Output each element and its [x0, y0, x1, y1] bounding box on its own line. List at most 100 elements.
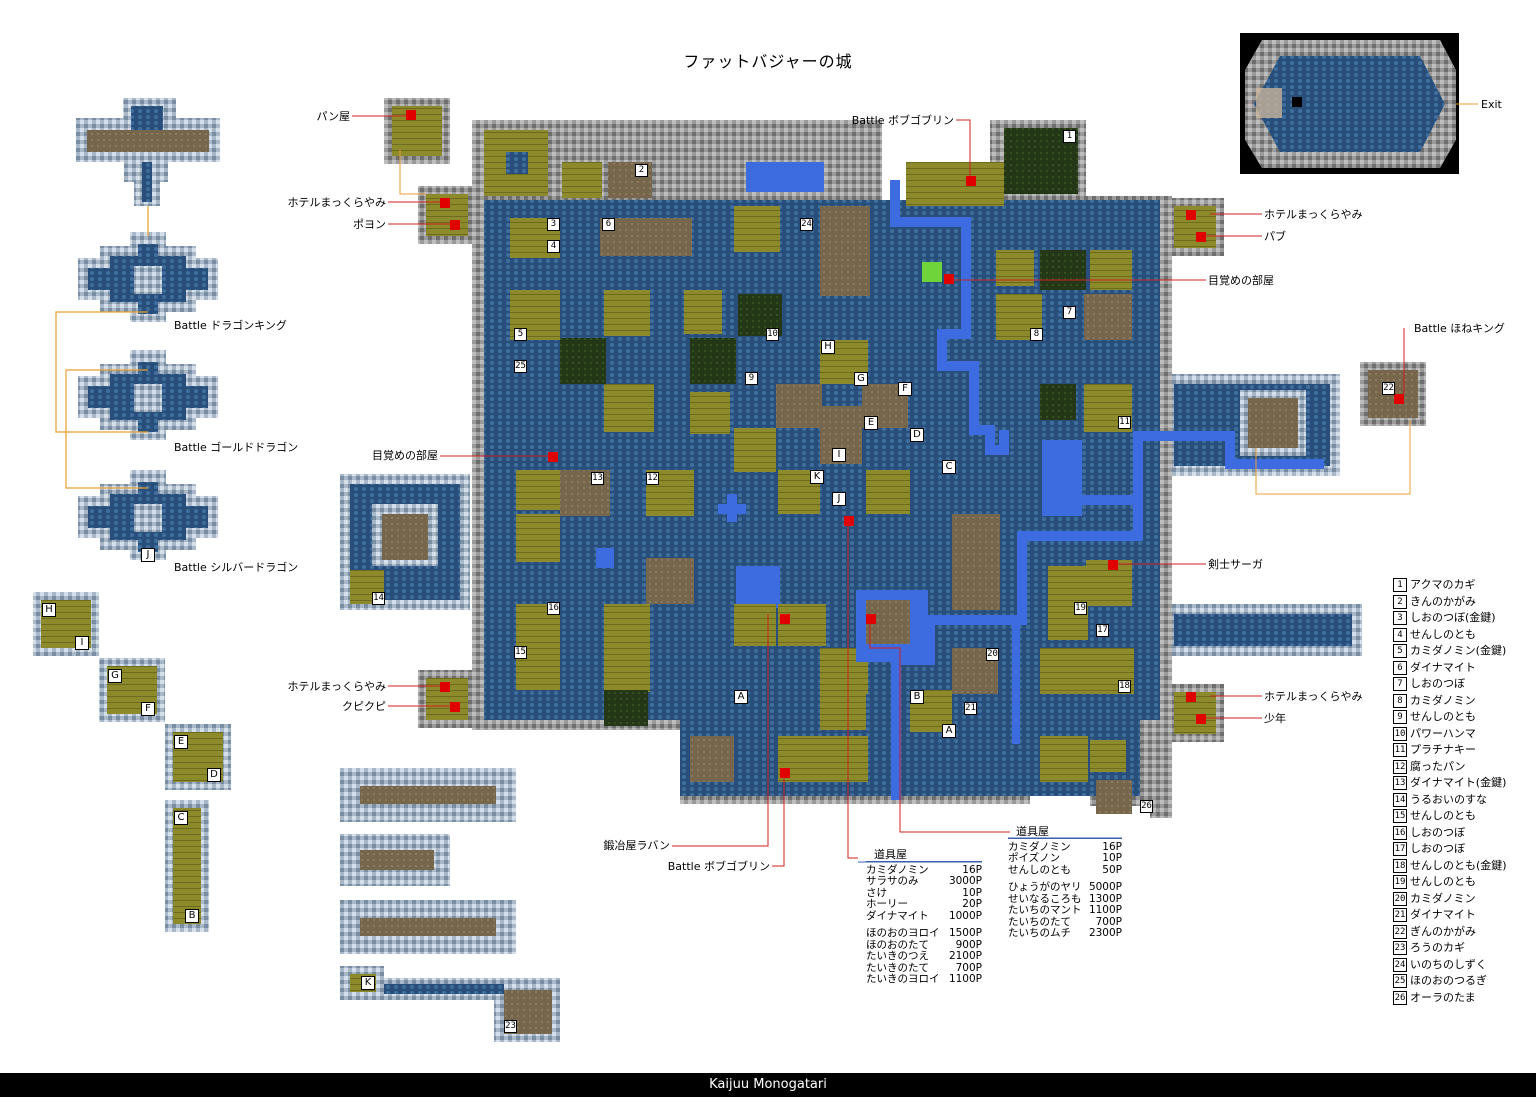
map-number: 23 [504, 1020, 517, 1033]
map-number: 10 [766, 328, 779, 341]
label-battle-bone-king: Battle ほねキング [1414, 322, 1505, 335]
side-letter: B [185, 909, 199, 923]
map-number: 1 [1063, 130, 1076, 143]
label-awakening-room-2: 目覚めの部屋 [1208, 274, 1274, 287]
label-hotel-4: ホテルまっくらやみ [1264, 690, 1363, 703]
map-number: 25 [514, 360, 527, 373]
map-number: 5 [514, 328, 527, 341]
map-number: 3 [547, 218, 560, 231]
map-letter: A [942, 724, 956, 738]
label-pub: パブ [1264, 230, 1286, 243]
npc-markers [406, 110, 1404, 778]
map-letter: C [942, 460, 956, 474]
map-letter: J [832, 492, 846, 506]
corridor-strips [340, 768, 560, 1042]
dragon-rooms [55, 98, 220, 560]
label-gold-dragon: Battle ゴールドドラゴン [174, 441, 299, 454]
shop-item-name: せいなるころも [1008, 892, 1082, 905]
map-number: 9 [745, 372, 758, 385]
shop-item-price: 10P [962, 886, 982, 899]
castle-body [472, 120, 1324, 818]
map-number: 24 [800, 218, 813, 231]
pan-hotel-leader [399, 150, 426, 195]
side-letter: D [207, 768, 221, 782]
map-number: 15 [514, 646, 527, 659]
side-letter: K [361, 976, 375, 990]
shop-item-price: 900P [955, 938, 982, 951]
shop-item-price: 1300P [1088, 892, 1122, 905]
map-number: 8 [1030, 328, 1043, 341]
map-number: 4 [547, 240, 560, 253]
map-number: 17 [1096, 624, 1109, 637]
shop-item-price: 1100P [948, 973, 982, 985]
side-letter: I [75, 636, 89, 650]
map-letter: B [910, 690, 924, 704]
side-letter: C [174, 811, 188, 825]
map-number: 26 [1140, 800, 1153, 813]
map-letter: K [810, 470, 824, 484]
label-swordsman-saga: 剣士サーガ [1208, 558, 1263, 571]
footer-title: Kaijuu Monogatari [0, 1073, 1536, 1097]
map-number: 19 [1074, 602, 1087, 615]
side-letter: J [141, 548, 155, 562]
label-silver-dragon: Battle シルバードラゴン [174, 561, 299, 574]
side-letter: F [141, 702, 155, 716]
item-shop-2-heading: 道具屋 [1008, 826, 1122, 839]
shop-item-price: 700P [1095, 915, 1122, 928]
map-letter: A [734, 690, 748, 704]
shop-item-name: ほのおのヨロイ [866, 927, 940, 939]
castle-map [33, 33, 1478, 1042]
shop-item-name: ホーリー [866, 898, 908, 910]
map-letter: H [821, 340, 835, 354]
shop-item-price: 1500P [948, 927, 982, 939]
label-hotel-2: ホテルまっくらやみ [287, 680, 386, 693]
map-number: 13 [591, 472, 604, 485]
shop-item-name: ポイズノン [1008, 852, 1061, 864]
map-number: 21 [964, 702, 977, 715]
map-letter: I [832, 448, 846, 462]
side-letter: G [108, 669, 122, 683]
shop-item-price: 3000P [948, 875, 982, 887]
label-poyon: ポヨン [353, 218, 386, 231]
shop-item-price: 16P [962, 863, 982, 876]
shop-item-price: 1100P [1088, 904, 1122, 916]
map-title: ファットバジャーの城 [683, 52, 853, 71]
label-bakery: パン屋 [316, 110, 350, 123]
map-letter: G [854, 372, 868, 386]
shop-item-name: ほのおのたて [866, 938, 929, 951]
map-number: 12 [646, 472, 659, 485]
map-letter: E [864, 416, 878, 430]
map-number: 6 [602, 218, 615, 231]
shop-item-name: ダイナマイト [866, 909, 929, 922]
shop-item-name: サラサのみ [866, 875, 919, 887]
shop-item-price: 16P [1102, 840, 1122, 853]
shop-item-name: ひょうがのヤリ [1008, 881, 1082, 893]
side-letter: H [42, 603, 56, 617]
side-letter: E [174, 735, 188, 749]
label-dragon-king: Battle ドラゴンキング [174, 319, 287, 332]
label-exit: Exit [1481, 98, 1502, 111]
shop-item-price: 20P [962, 898, 982, 910]
label-blacksmith-raban: 鍛冶屋ラバン [603, 839, 670, 852]
